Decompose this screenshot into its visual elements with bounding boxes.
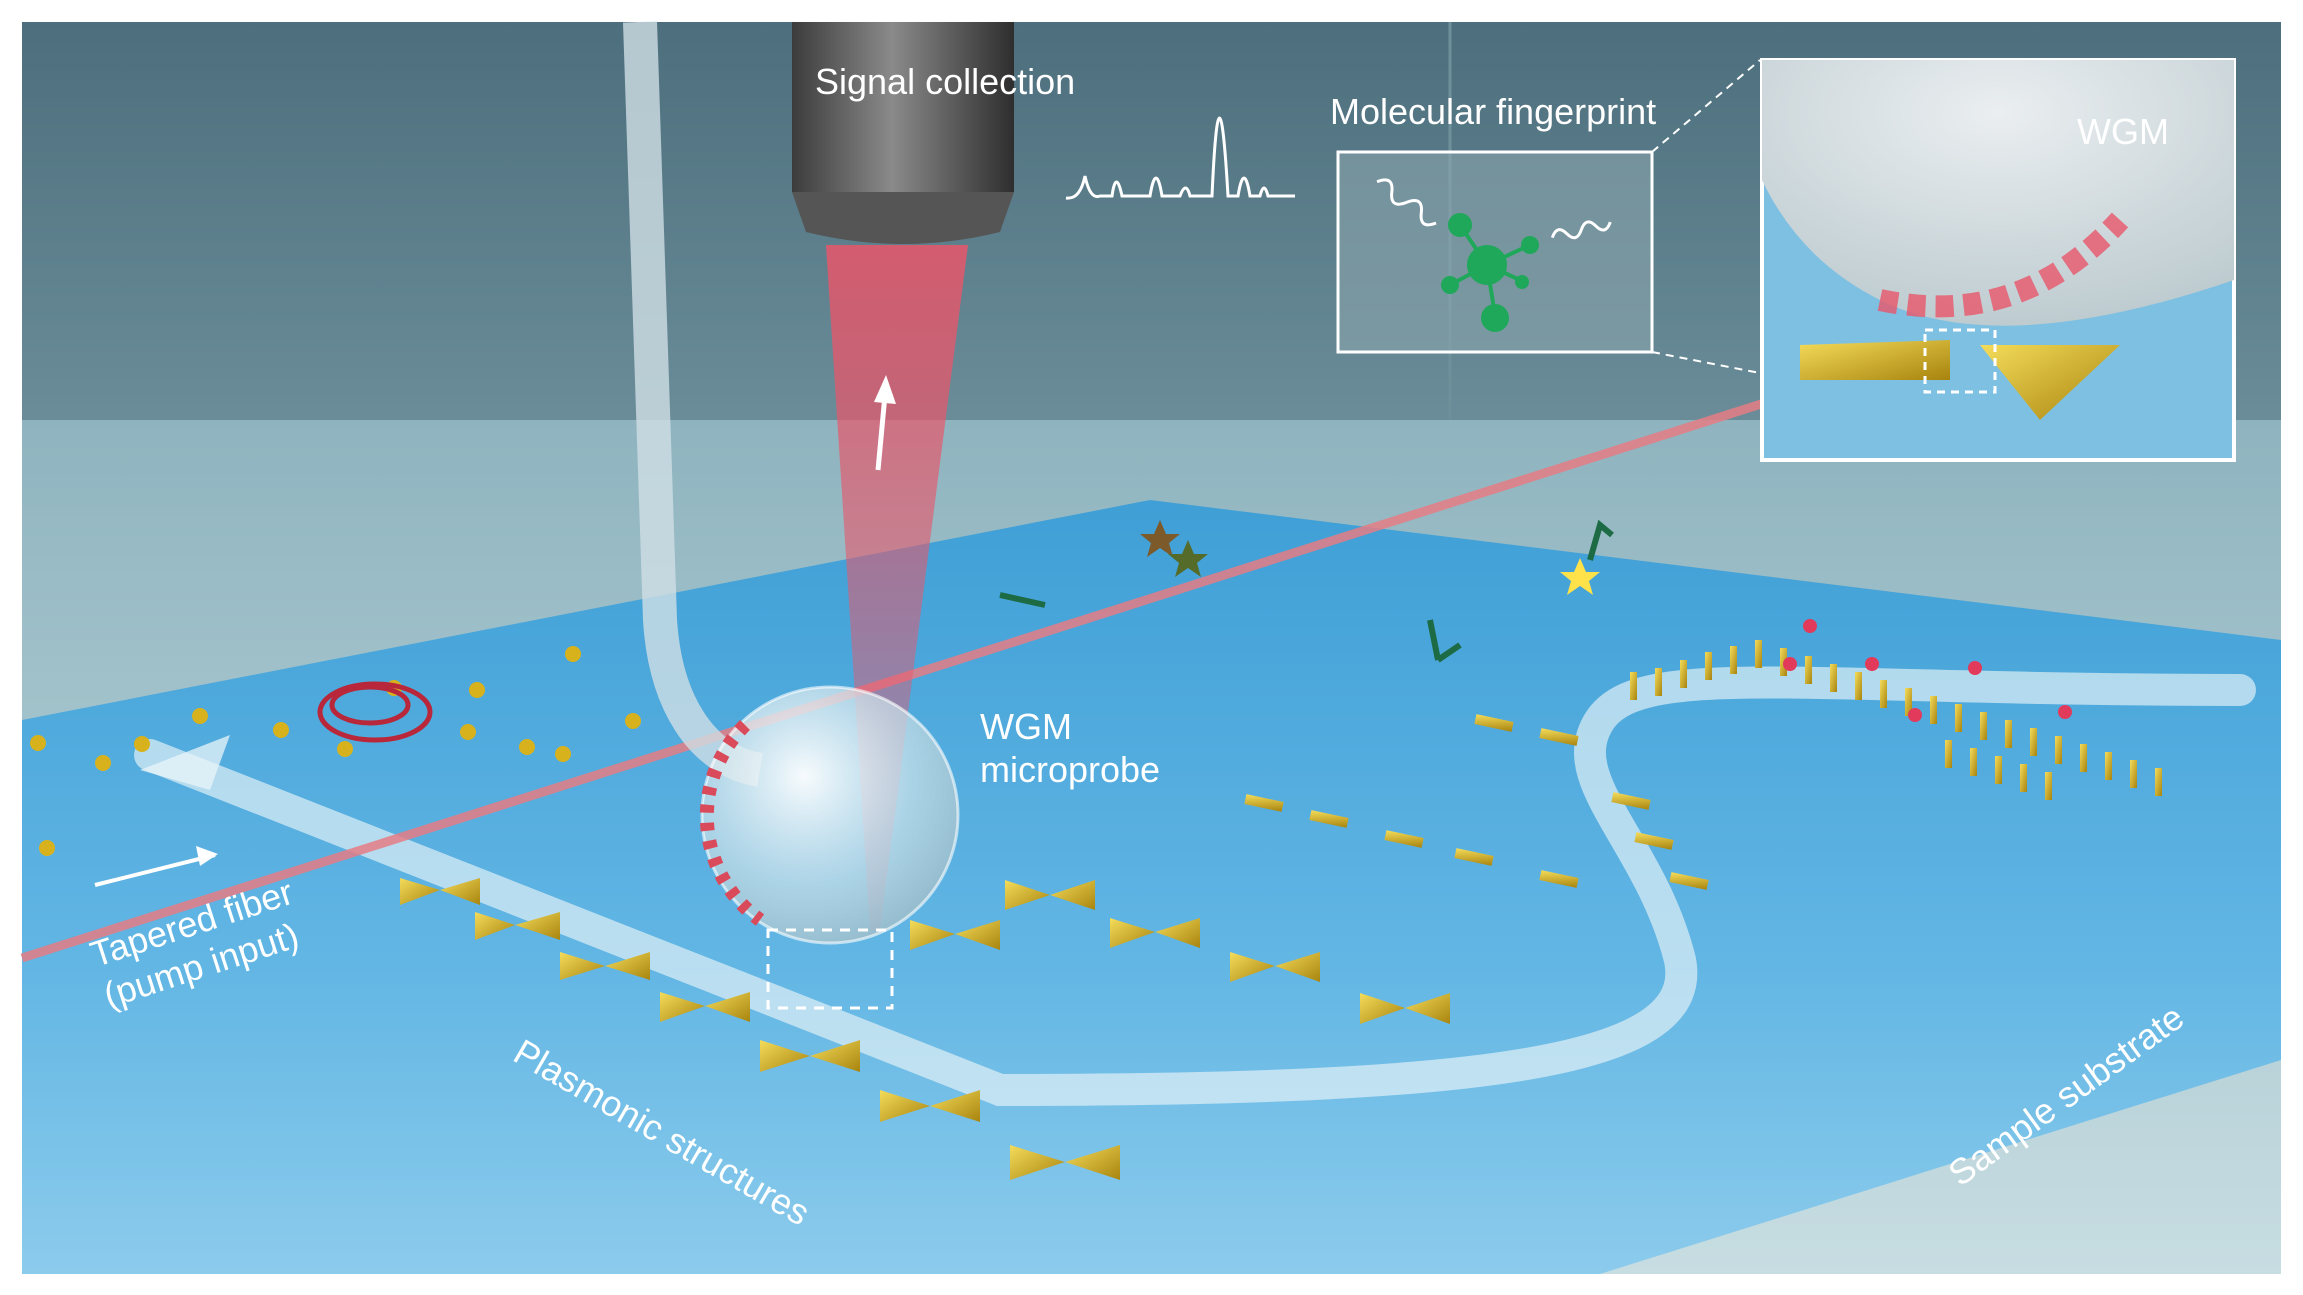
pump-arrowhead xyxy=(196,846,218,866)
molecular-fingerprint-label: Molecular fingerprint xyxy=(1330,91,1657,132)
pump-arrow xyxy=(94,853,216,887)
bound-molecules xyxy=(1783,619,2072,722)
pillar-array xyxy=(1630,640,2162,800)
protein-cluster xyxy=(317,681,433,743)
molecular-fingerprint-inset xyxy=(1336,150,1654,354)
bowtie-array xyxy=(400,878,1450,1180)
scattered-wave-icon xyxy=(1550,220,1612,240)
incident-wave-icon xyxy=(1376,178,1437,227)
flow-arrowhead xyxy=(140,735,230,790)
inset-connector xyxy=(1651,59,1761,153)
wgm-zoom-inset xyxy=(1760,58,2236,462)
molecule-icon xyxy=(1441,213,1539,332)
raman-spectrum-icon xyxy=(1065,116,1295,200)
zoom-region-box xyxy=(766,928,894,1010)
wgm-microprobe xyxy=(699,685,960,945)
signal-arrow xyxy=(875,394,888,471)
adsorbed-molecules xyxy=(999,519,1614,663)
wgm-microprobe-label: WGM microprobe xyxy=(980,706,1161,791)
signal-arrowhead xyxy=(874,375,896,404)
objective-lens-icon xyxy=(792,22,1014,244)
gold-nanoparticles xyxy=(30,646,641,856)
inset-connector xyxy=(1651,351,1771,376)
wgm-inset-label: WGM xyxy=(2077,111,2169,152)
signal-collection-label: Signal collection xyxy=(815,61,1076,102)
nanorod-array xyxy=(1244,714,1709,890)
flow-path xyxy=(134,666,2256,1107)
